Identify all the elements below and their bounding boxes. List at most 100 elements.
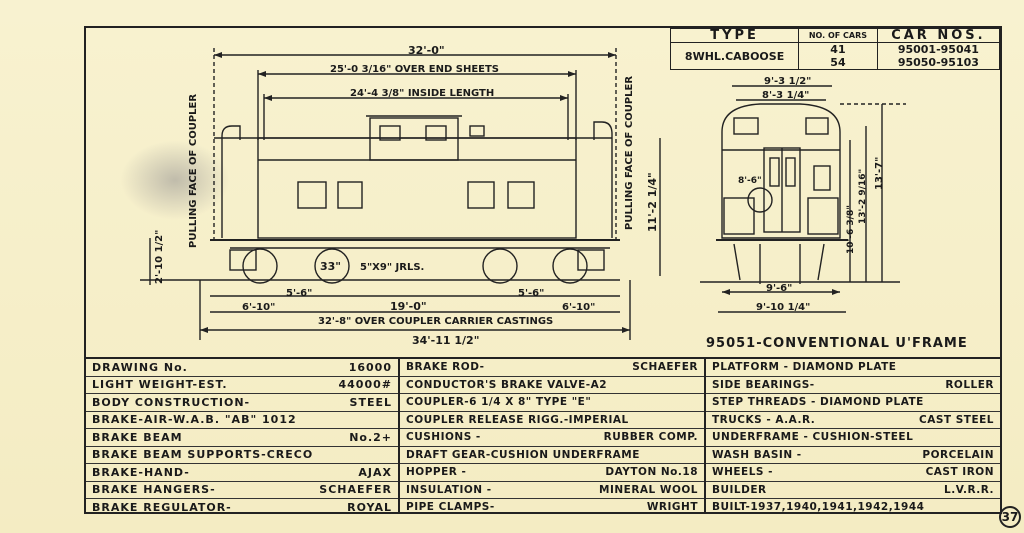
spec-value: CAST STEEL bbox=[919, 413, 994, 426]
spec-row: LIGHT WEIGHT-EST. 44000# bbox=[86, 377, 398, 394]
spec-value: SCHAEFER bbox=[632, 361, 698, 374]
spec-label: STEP THREADS - DIAMOND PLATE bbox=[712, 396, 924, 409]
dim-pulling-face-left: PULLING FACE OF COUPLER bbox=[188, 93, 199, 248]
spec-row: STEP THREADS - DIAMOND PLATE bbox=[706, 394, 1000, 412]
dim-end-h-13-2: 13'-2 9/16" bbox=[858, 168, 868, 224]
spec-label: BRAKE ROD- bbox=[406, 361, 485, 374]
dim-wheel-dia: 33" bbox=[320, 260, 342, 273]
carnos-value-2: 95050-95103 bbox=[897, 56, 979, 69]
spec-row: BRAKE ROD- SCHAEFER bbox=[400, 359, 704, 377]
spec-label: PIPE CLAMPS- bbox=[406, 501, 495, 514]
spec-value: ROYAL bbox=[347, 500, 392, 514]
dim-over-end-sheets: 25'-0 3/16" OVER END SHEETS bbox=[330, 64, 500, 75]
spec-row: DRAWING No. 16000 bbox=[86, 359, 398, 377]
spec-label: DRAFT GEAR-CUSHION UNDERFRAME bbox=[406, 448, 640, 461]
spec-row: BUILT-1937,1940,1941,1942,1944 bbox=[706, 499, 1000, 516]
spec-value: STEEL bbox=[349, 395, 392, 409]
dim-overall-32: 32'-0" bbox=[408, 44, 445, 57]
spec-label: COUPLER RELEASE RIGG.-IMPERIAL bbox=[406, 413, 629, 426]
dim-end-width-9-6: 9'-6" bbox=[766, 283, 793, 294]
spec-value: CAST IRON bbox=[925, 466, 994, 479]
spec-label: COUPLER-6 1/4 X 8" TYPE "E" bbox=[406, 396, 592, 409]
spec-row: CUSHIONS - RUBBER COMP. bbox=[400, 429, 704, 447]
dim-end-h-13-7: 13'-7" bbox=[874, 156, 885, 190]
dim-end-door-8-6: 8'-6" bbox=[738, 176, 762, 186]
spec-label: SIDE BEARINGS- bbox=[712, 378, 815, 391]
spec-label: BRAKE HANGERS- bbox=[92, 483, 216, 497]
dim-inside-length: 24'-4 3/8" INSIDE LENGTH bbox=[350, 88, 495, 99]
type-table: TYPE NO. OF CARS CAR NOS. 8WHL.CABOOSE 4… bbox=[669, 28, 1001, 70]
spec-label: BRAKE BEAM bbox=[92, 430, 183, 444]
page-number: 37 bbox=[999, 506, 1021, 528]
spec-row: SIDE BEARINGS- ROLLER bbox=[706, 377, 1000, 394]
spec-value: RUBBER COMP. bbox=[603, 431, 698, 444]
spec-label: TRUCKS - A.A.R. bbox=[712, 413, 816, 426]
dim-end-width-8-3: 8'-3 1/4" bbox=[762, 90, 810, 101]
spec-value: PORCELAIN bbox=[922, 448, 994, 461]
drawing-frame bbox=[84, 26, 1002, 514]
spec-label: CUSHIONS - bbox=[406, 431, 481, 444]
spec-row: DRAFT GEAR-CUSHION UNDERFRAME bbox=[400, 447, 704, 464]
specs-column-2: BRAKE ROD- SCHAEFER CONDUCTOR'S BRAKE VALV… bbox=[400, 359, 706, 514]
dim-end-width-9-10: 9'-10 1/4" bbox=[756, 302, 811, 313]
spec-row: PLATFORM - DIAMOND PLATE bbox=[706, 359, 1000, 377]
spec-value: DAYTON No.18 bbox=[605, 466, 698, 479]
type-value: 8WHL.CABOOSE bbox=[669, 42, 800, 70]
type-header: TYPE bbox=[669, 28, 800, 43]
spec-value: No.2+ bbox=[349, 430, 392, 444]
spec-label: WASH BASIN - bbox=[712, 448, 802, 461]
spec-row: BRAKE HANGERS- SCHAEFER bbox=[86, 482, 398, 499]
spec-row: COUPLER-6 1/4 X 8" TYPE "E" bbox=[400, 394, 704, 412]
side-body bbox=[257, 137, 577, 239]
spec-row: BODY CONSTRUCTION-STEEL bbox=[86, 394, 398, 412]
spec-row: INSULATION - MINERAL WOOL bbox=[400, 482, 704, 499]
cars-value-2: 54 bbox=[830, 56, 846, 69]
dim-center-19: 19'-0" bbox=[390, 300, 427, 313]
spec-row: HOPPER - DAYTON No.18 bbox=[400, 464, 704, 482]
spec-row: BRAKE-AIR-W.A.B. "AB" 1012 bbox=[86, 412, 398, 429]
spec-label: HOPPER - bbox=[406, 466, 467, 479]
dim-pulling-face-right: PULLING FACE OF COUPLER bbox=[624, 75, 635, 230]
dim-end-width-9-3: 9'-3 1/2" bbox=[764, 76, 812, 87]
spec-row: BRAKE REGULATOR-ROYAL bbox=[86, 499, 398, 516]
spec-label: BUILDER bbox=[712, 483, 767, 496]
spec-value: SCHAEFER bbox=[319, 483, 392, 497]
spec-value: AJAX bbox=[358, 465, 392, 479]
dim-journals: 5"X9" JRLS. bbox=[360, 262, 425, 273]
cars-value-1: 41 bbox=[830, 43, 846, 56]
spec-value: MINERAL WOOL bbox=[599, 483, 698, 496]
spec-row: PIPE CLAMPS-WRIGHT bbox=[400, 499, 704, 516]
spec-value: ROLLER bbox=[945, 378, 994, 391]
spec-value: 44000# bbox=[338, 378, 392, 392]
spec-label: DRAWING No. bbox=[92, 360, 188, 374]
spec-label: UNDERFRAME - CUSHION-STEEL bbox=[712, 431, 914, 444]
spec-label: BRAKE BEAM SUPPORTS-CRECO bbox=[92, 448, 314, 462]
spec-label: BRAKE-AIR-W.A.B. "AB" 1012 bbox=[92, 413, 297, 427]
dim-height-11: 11'-2 1/4" bbox=[646, 172, 659, 232]
cars-values: 41 54 bbox=[798, 42, 878, 70]
cars-header: NO. OF CARS bbox=[798, 28, 878, 43]
carnos-value-1: 95001-95041 bbox=[897, 43, 979, 56]
spec-row: BRAKE BEAM SUPPORTS-CRECO bbox=[86, 447, 398, 464]
end-body bbox=[721, 103, 841, 239]
dim-end-right: 6'-10" bbox=[562, 302, 596, 313]
drawing-caption: 95051-CONVENTIONAL U'FRAME bbox=[706, 336, 968, 351]
cupola bbox=[369, 117, 459, 161]
spec-row: BRAKE BEAM No.2+ bbox=[86, 429, 398, 447]
spec-row: TRUCKS - A.A.R. CAST STEEL bbox=[706, 412, 1000, 429]
spec-label: BUILT-1937,1940,1941,1942,1944 bbox=[712, 501, 925, 514]
spec-label: INSULATION - bbox=[406, 483, 492, 496]
dim-truck-right: 5'-6" bbox=[518, 288, 545, 299]
spec-row: UNDERFRAME - CUSHION-STEEL bbox=[706, 429, 1000, 447]
spec-row: COUPLER RELEASE RIGG.-IMPERIAL bbox=[400, 412, 704, 429]
spec-label: LIGHT WEIGHT-EST. bbox=[92, 378, 228, 392]
spec-value: 16000 bbox=[348, 360, 392, 374]
smudge-mark bbox=[120, 140, 230, 220]
dim-over-coupler-carrier: 32'-8" OVER COUPLER CARRIER CASTINGS bbox=[318, 316, 554, 327]
spec-label: CONDUCTOR'S BRAKE VALVE-A2 bbox=[406, 378, 608, 391]
